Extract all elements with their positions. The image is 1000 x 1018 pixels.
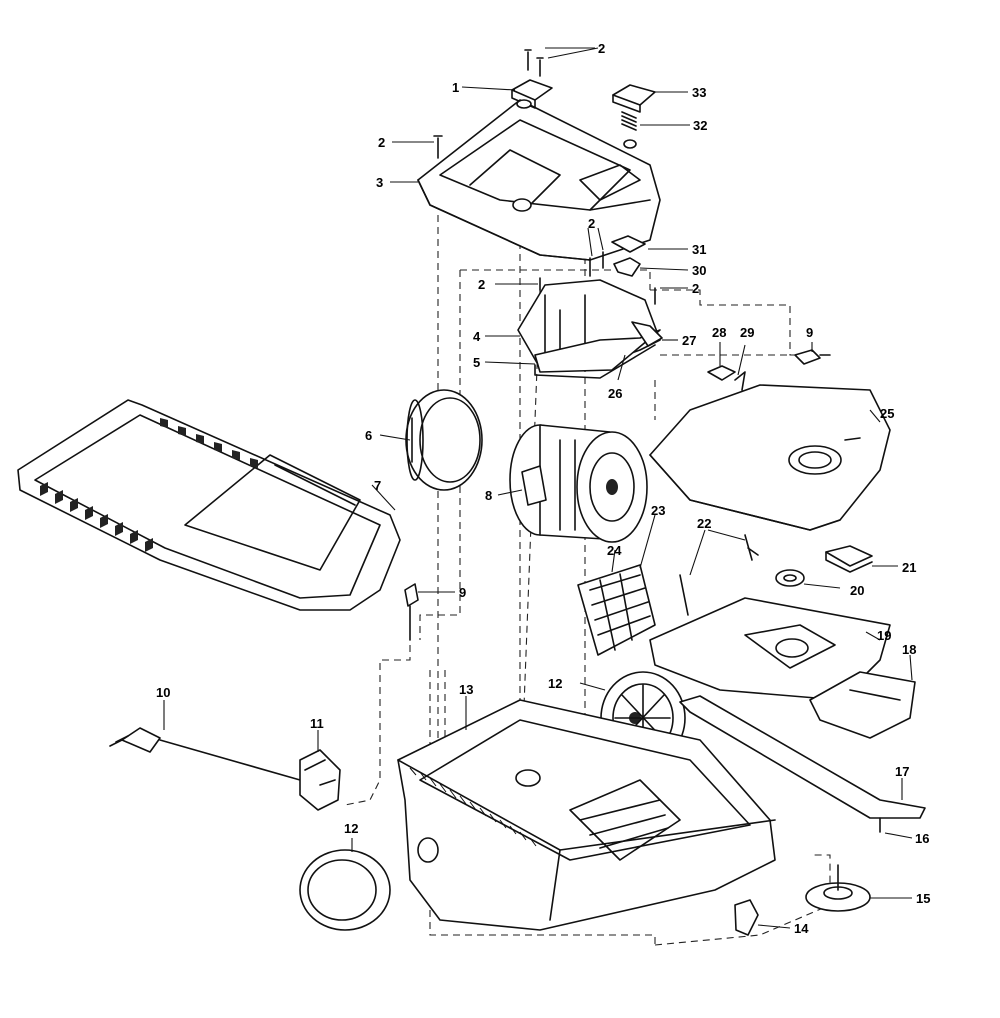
callout-20: 20 (850, 583, 864, 598)
handle-clip (511, 79, 553, 109)
latch-assembly (612, 84, 656, 149)
callout-31: 31 (692, 242, 706, 257)
small-clips (611, 235, 646, 277)
callout-27: 27 (682, 333, 696, 348)
callout-2-left: 2 (378, 135, 385, 150)
callout-13: 13 (459, 682, 473, 697)
callout-24: 24 (607, 543, 622, 558)
callout-12-upper: 12 (548, 676, 562, 691)
lid-latch-parts (707, 365, 746, 391)
cord-plug-small (404, 349, 831, 641)
callout-21: 21 (902, 560, 916, 575)
callout-1: 1 (452, 80, 459, 95)
callout-28: 28 (712, 325, 726, 340)
base-ribs (409, 767, 537, 847)
callout-8: 8 (485, 488, 492, 503)
callout-2-mid: 2 (588, 216, 595, 231)
callout-22: 22 (697, 516, 711, 531)
callout-11: 11 (310, 716, 324, 731)
bumper-vents (40, 418, 258, 552)
callout-2-cover-right: 2 (692, 281, 699, 296)
callout-30: 30 (692, 263, 706, 278)
callout-6: 6 (365, 428, 372, 443)
callout-33: 33 (692, 85, 706, 100)
dust-bag (649, 597, 891, 701)
callout-19: 19 (877, 628, 891, 643)
callout-3: 3 (376, 175, 383, 190)
callout-26: 26 (608, 386, 622, 401)
callout-labels: 2 1 33 32 2 3 2 31 30 2 2 9 28 29 4 27 5… (156, 41, 930, 936)
callout-7: 7 (374, 478, 381, 493)
rear-rail (679, 695, 926, 833)
ring-filter (405, 389, 483, 491)
base-housing (397, 699, 776, 931)
callout-25: 25 (880, 406, 894, 421)
callout-9-top: 9 (806, 325, 813, 340)
exhaust-filter (577, 564, 656, 656)
callout-5: 5 (473, 355, 480, 370)
callout-29: 29 (740, 325, 754, 340)
front-bumper (17, 399, 401, 611)
callout-9-mid: 9 (459, 585, 466, 600)
bag-holder (809, 671, 916, 739)
pedal (734, 899, 759, 936)
lid-small-parts (679, 534, 873, 616)
cord-reel-bracket (299, 749, 341, 811)
callout-4: 4 (473, 329, 481, 344)
callout-15: 15 (916, 891, 930, 906)
motor-cover (517, 279, 663, 379)
callout-16: 16 (915, 831, 929, 846)
top-cover (417, 99, 661, 261)
callout-2-cover-left: 2 (478, 277, 485, 292)
callout-23: 23 (651, 503, 665, 518)
leader-lines (163, 47, 913, 929)
motor (509, 424, 648, 543)
callout-32: 32 (693, 118, 707, 133)
callout-10: 10 (156, 685, 170, 700)
callout-18: 18 (902, 642, 916, 657)
callout-2-top: 2 (598, 41, 605, 56)
callout-12-lower: 12 (344, 821, 358, 836)
caster (805, 864, 871, 912)
bag-lid (649, 384, 891, 531)
callout-14: 14 (794, 921, 809, 936)
screws (433, 49, 656, 305)
wheel-lower (299, 849, 391, 931)
power-cord (109, 727, 301, 781)
callout-17: 17 (895, 764, 909, 779)
